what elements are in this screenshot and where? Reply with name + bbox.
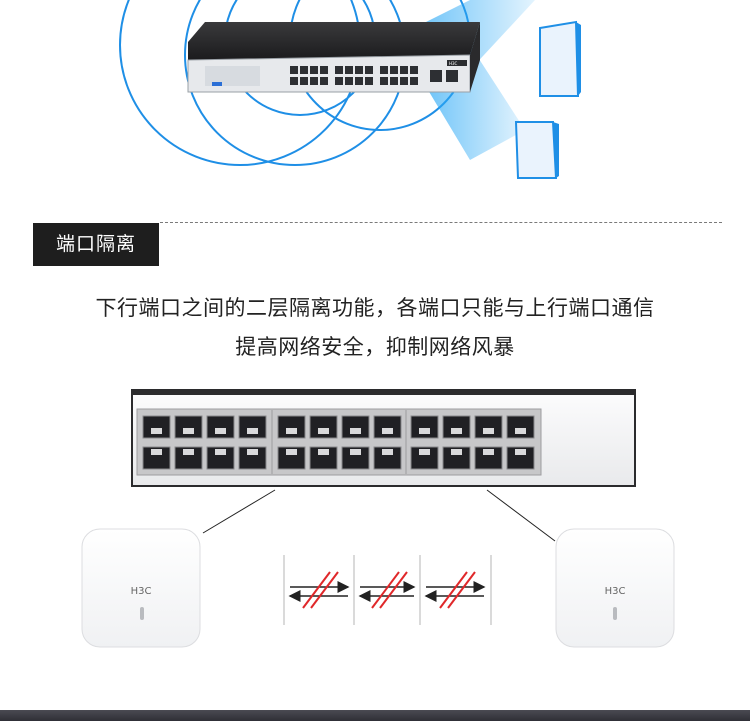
isolation-block-3 — [424, 555, 492, 625]
link-line-right — [486, 489, 556, 542]
footer-band — [0, 710, 750, 721]
access-point-icon — [81, 528, 201, 648]
description-line-1: 下行端口之间的二层隔离功能，各端口只能与上行端口通信 — [95, 296, 655, 320]
laptop-icon — [539, 20, 581, 97]
switch-front-panel — [131, 389, 636, 487]
description-line-2: 提高网络安全，抑制网络风暴 — [235, 335, 515, 359]
link-line-left — [202, 489, 276, 534]
section-tag: 端口隔离 — [33, 223, 159, 266]
network-switch-icon: H3C — [187, 22, 480, 93]
blocked-link-icon — [302, 571, 339, 609]
isolation-block-1 — [283, 555, 355, 625]
ethernet-port-icon — [142, 415, 535, 470]
hero-switch-illustration: H3C — [119, 0, 581, 179]
section-divider — [160, 222, 722, 223]
port-isolation-diagram: H3C H3C — [81, 389, 675, 648]
blocked-link-icon — [371, 571, 408, 609]
laptop-icon — [514, 121, 559, 179]
ap-brand-right: H3C — [605, 586, 626, 597]
isolation-block-2 — [358, 555, 421, 625]
access-point-icon — [555, 528, 675, 648]
blocked-link-icon — [439, 571, 476, 609]
switch-brand-label: H3C — [449, 61, 458, 66]
ap-brand-left: H3C — [131, 586, 152, 597]
